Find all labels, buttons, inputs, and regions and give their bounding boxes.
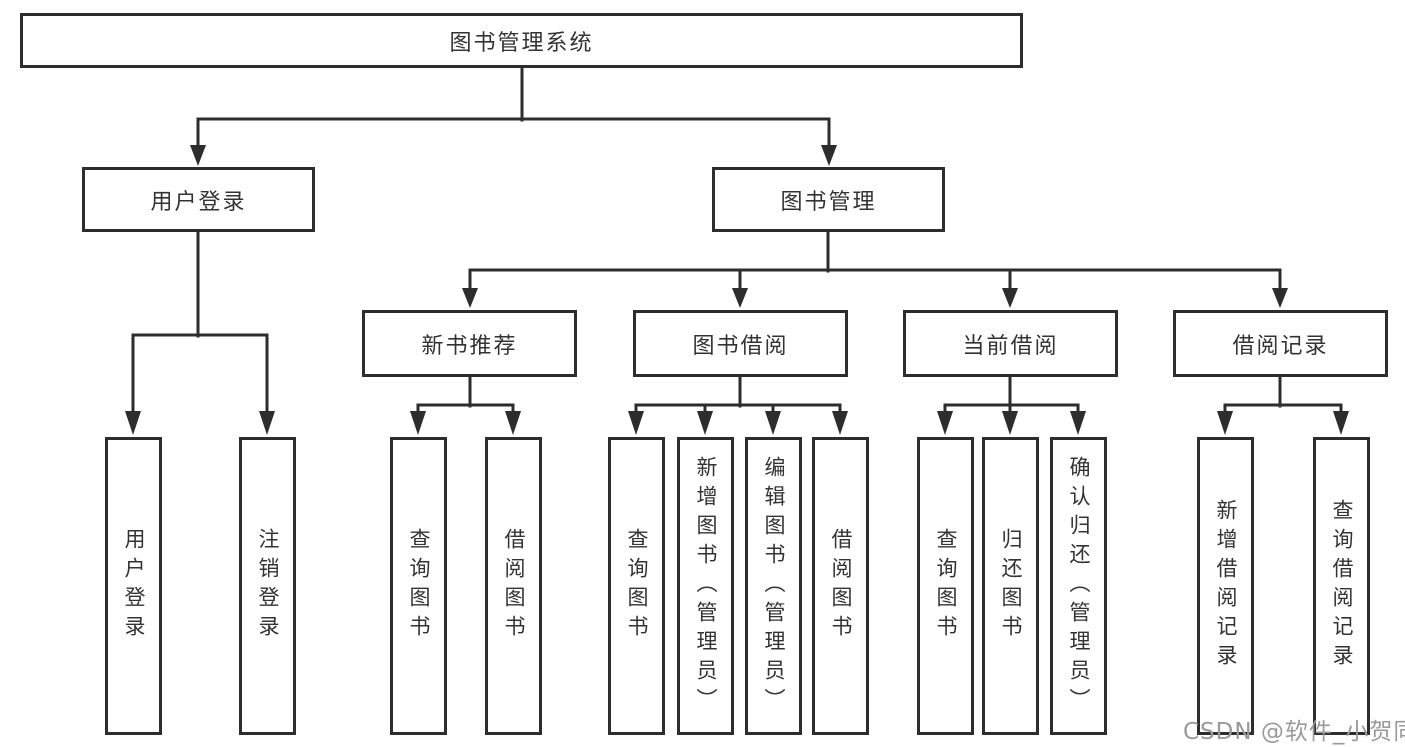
arrowhead [190,145,206,166]
arrowhead [937,411,953,435]
node-new-book-recommend: 新书推荐 [362,310,577,377]
arrowhead [1002,288,1018,308]
leaf-borrow-add-admin: 新增图书（管理员） [677,437,734,735]
leaf-label: 新增借阅记录 [1214,499,1238,673]
leaf-newbook-query: 查询图书 [390,437,447,735]
arrowhead [505,411,521,435]
arrowhead [732,288,748,308]
arrowhead [1272,288,1288,308]
leaf-user-login: 用户登录 [105,437,162,735]
leaf-record-query: 查询借阅记录 [1313,437,1370,735]
arrowhead [462,288,478,308]
arrowhead [1002,411,1018,435]
leaf-label: 新增图书（管理员） [694,455,718,717]
leaf-current-confirm-admin: 确认归还（管理员） [1050,437,1107,735]
arrowhead [821,145,837,166]
csdn-watermark: CSDN @软件_小贺同学 [1183,719,1405,745]
node-book-borrow: 图书借阅 [633,310,848,377]
arrowhead [410,411,426,435]
arrowhead [765,411,781,435]
leaf-borrow-edit-admin: 编辑图书（管理员） [745,437,802,735]
leaf-label: 确认归还（管理员） [1067,455,1091,717]
arrowhead [1070,411,1086,435]
node-user-login: 用户登录 [82,167,315,232]
leaf-label: 用户登录 [122,528,146,644]
leaf-label: 编辑图书（管理员） [762,455,786,717]
arrowhead [697,411,713,435]
leaf-current-query: 查询图书 [917,437,974,735]
leaf-record-add: 新增借阅记录 [1197,437,1254,735]
leaf-label: 借阅图书 [502,528,526,644]
leaf-label: 借阅图书 [829,528,853,644]
arrowhead [832,411,848,435]
leaf-label: 注销登录 [256,528,280,644]
node-book-management: 图书管理 [712,167,945,232]
arrowhead [259,411,275,435]
leaf-label: 归还图书 [999,528,1023,644]
leaf-label: 查询借阅记录 [1330,499,1354,673]
leaf-label: 查询图书 [934,528,958,644]
node-borrow-record: 借阅记录 [1173,310,1388,377]
arrowhead [628,411,644,435]
leaf-borrow-query: 查询图书 [608,437,665,735]
leaf-borrow-book: 借阅图书 [812,437,869,735]
leaf-current-return: 归还图书 [982,437,1039,735]
node-root: 图书管理系统 [20,13,1023,68]
leaf-label: 查询图书 [407,528,431,644]
arrowhead [1217,411,1233,435]
leaf-newbook-borrow: 借阅图书 [485,437,542,735]
leaf-label: 查询图书 [625,528,649,644]
arrowhead [125,411,141,435]
leaf-logout: 注销登录 [239,437,296,735]
arrowhead [1333,411,1349,435]
node-current-borrow: 当前借阅 [903,310,1118,377]
